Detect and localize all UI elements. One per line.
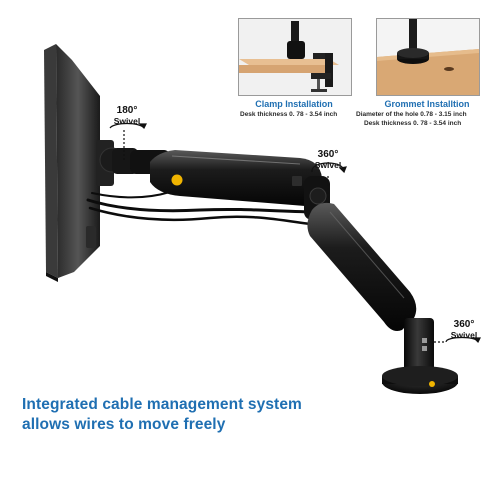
tagline-line-2: allows wires to move freely: [22, 416, 226, 433]
cables: [86, 191, 322, 226]
grommet-illustration: [377, 19, 479, 95]
base-swivel-angle: 360°: [453, 319, 475, 330]
upper-arm: [150, 150, 322, 206]
brand-logo-badge: [171, 174, 183, 186]
head-swivel-label: Swivel: [113, 116, 141, 126]
clamp-installation-inset: [238, 18, 352, 96]
clamp-desk-thickness: Desk thickness 0. 78 - 3.54 inch: [240, 111, 338, 118]
pole-and-base: [382, 318, 458, 394]
grommet-desk-thickness: Desk thickness 0. 78 - 3.54 inch: [364, 120, 462, 127]
tagline-line-1: Integrated cable management system: [22, 396, 302, 413]
elbow-swivel-angle: 360°: [317, 149, 339, 160]
grommet-installation-title: Grommet Installtion: [384, 99, 470, 109]
grommet-hole-diameter: Diameter of the hole 0.78 - 3.15 inch: [356, 111, 467, 118]
lower-arm: [307, 202, 417, 331]
clamp-illustration: [239, 19, 351, 95]
clamp-installation-title: Clamp Installation: [255, 99, 333, 109]
swivel-arrows: [109, 122, 481, 344]
elbow-swivel-label: Swivel: [314, 160, 342, 170]
monitor: [44, 44, 100, 282]
base-swivel-label: Swivel: [450, 330, 478, 340]
grommet-installation-inset: [376, 18, 480, 96]
head-swivel-angle: 180°: [116, 105, 138, 116]
